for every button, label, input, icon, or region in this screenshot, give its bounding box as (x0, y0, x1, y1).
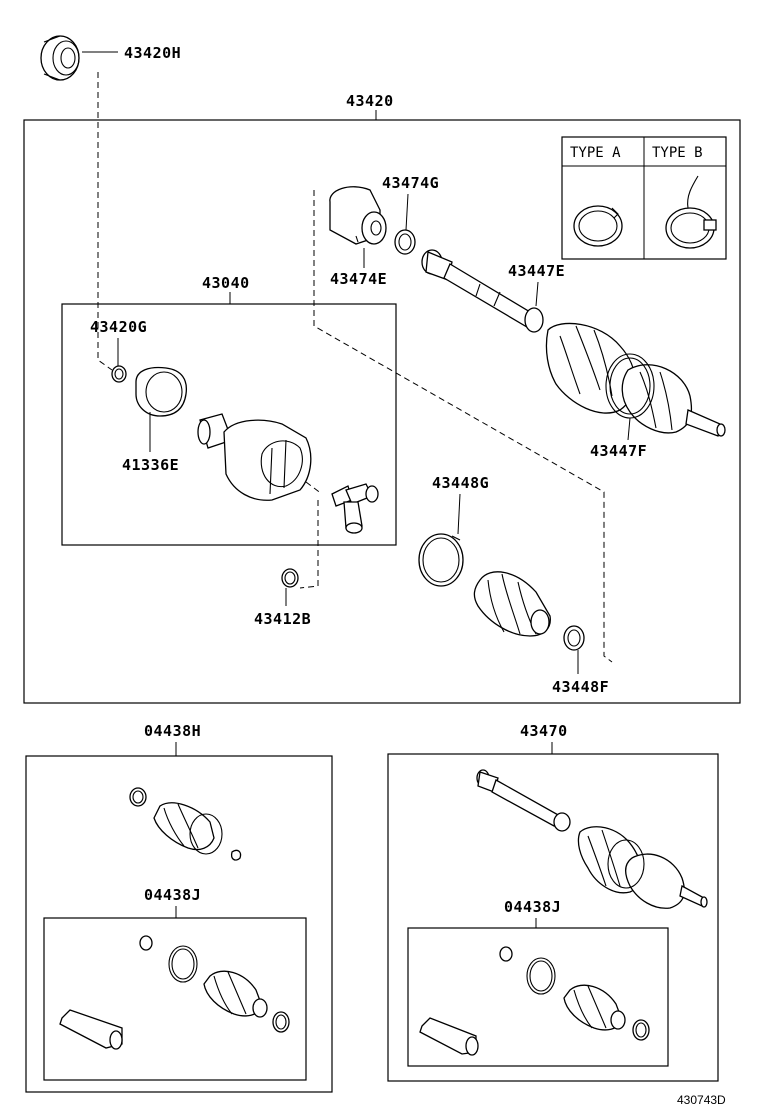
label-43412b[interactable]: 43412B (254, 610, 311, 628)
boot-43474e[interactable] (329, 186, 387, 245)
clamp-43474g[interactable] (394, 229, 416, 255)
drive-shaft-outer[interactable] (421, 249, 726, 437)
clamp-type-a-icon (573, 205, 623, 247)
label-43470[interactable]: 43470 (520, 722, 568, 740)
boot-kit-04438j-left-frame (43, 917, 307, 1081)
label-43447f[interactable]: 43447F (590, 442, 647, 460)
boot-kit-04438h-frame (25, 755, 333, 1093)
clamp-type-b-icon (665, 175, 717, 249)
label-41336e[interactable]: 41336E (122, 456, 179, 474)
label-43420[interactable]: 43420 (346, 92, 394, 110)
ring-41336e[interactable] (135, 366, 188, 417)
type-b-header: TYPE B (652, 145, 703, 161)
label-04438h[interactable]: 04438H (144, 722, 201, 740)
clamp-43448f[interactable] (563, 625, 585, 651)
shaft-assy-43470-parts[interactable] (476, 769, 708, 909)
diagram-reference-code: 430743D (677, 1093, 726, 1107)
boot-kit-04438j-right-frame (407, 927, 669, 1067)
label-43474g[interactable]: 43474G (382, 174, 439, 192)
inboard-joint-housing[interactable] (197, 413, 312, 501)
label-43474e[interactable]: 43474E (330, 270, 387, 288)
label-43420h[interactable]: 43420H (124, 44, 181, 62)
inboard-joint-43040-frame (61, 303, 397, 546)
snap-ring-43420g[interactable] (111, 365, 127, 383)
label-43420g[interactable]: 43420G (90, 318, 147, 336)
assembly-43420-frame (23, 119, 741, 704)
boot-kit-04438j-right-parts[interactable] (419, 946, 650, 1056)
boot-kit-04438j-left-parts[interactable] (59, 935, 290, 1050)
label-04438j-left[interactable]: 04438J (144, 886, 201, 904)
label-43448g[interactable]: 43448G (432, 474, 489, 492)
label-04438j-right[interactable]: 04438J (504, 898, 561, 916)
type-a-header: TYPE A (570, 145, 621, 161)
label-43448f[interactable]: 43448F (552, 678, 609, 696)
inboard-boot[interactable] (473, 571, 551, 637)
shaft-assy-43470-frame (387, 753, 719, 1082)
label-43040[interactable]: 43040 (202, 274, 250, 292)
clamp-43448g[interactable] (418, 533, 464, 587)
boot-kit-04438h-parts[interactable] (129, 787, 242, 861)
label-43447e[interactable]: 43447E (508, 262, 565, 280)
snap-ring-43412b[interactable] (281, 568, 299, 588)
oil-seal-43420h[interactable] (40, 35, 80, 81)
clamp-type-legend: TYPE A TYPE B (561, 136, 727, 260)
tripod-spider[interactable] (331, 483, 379, 534)
